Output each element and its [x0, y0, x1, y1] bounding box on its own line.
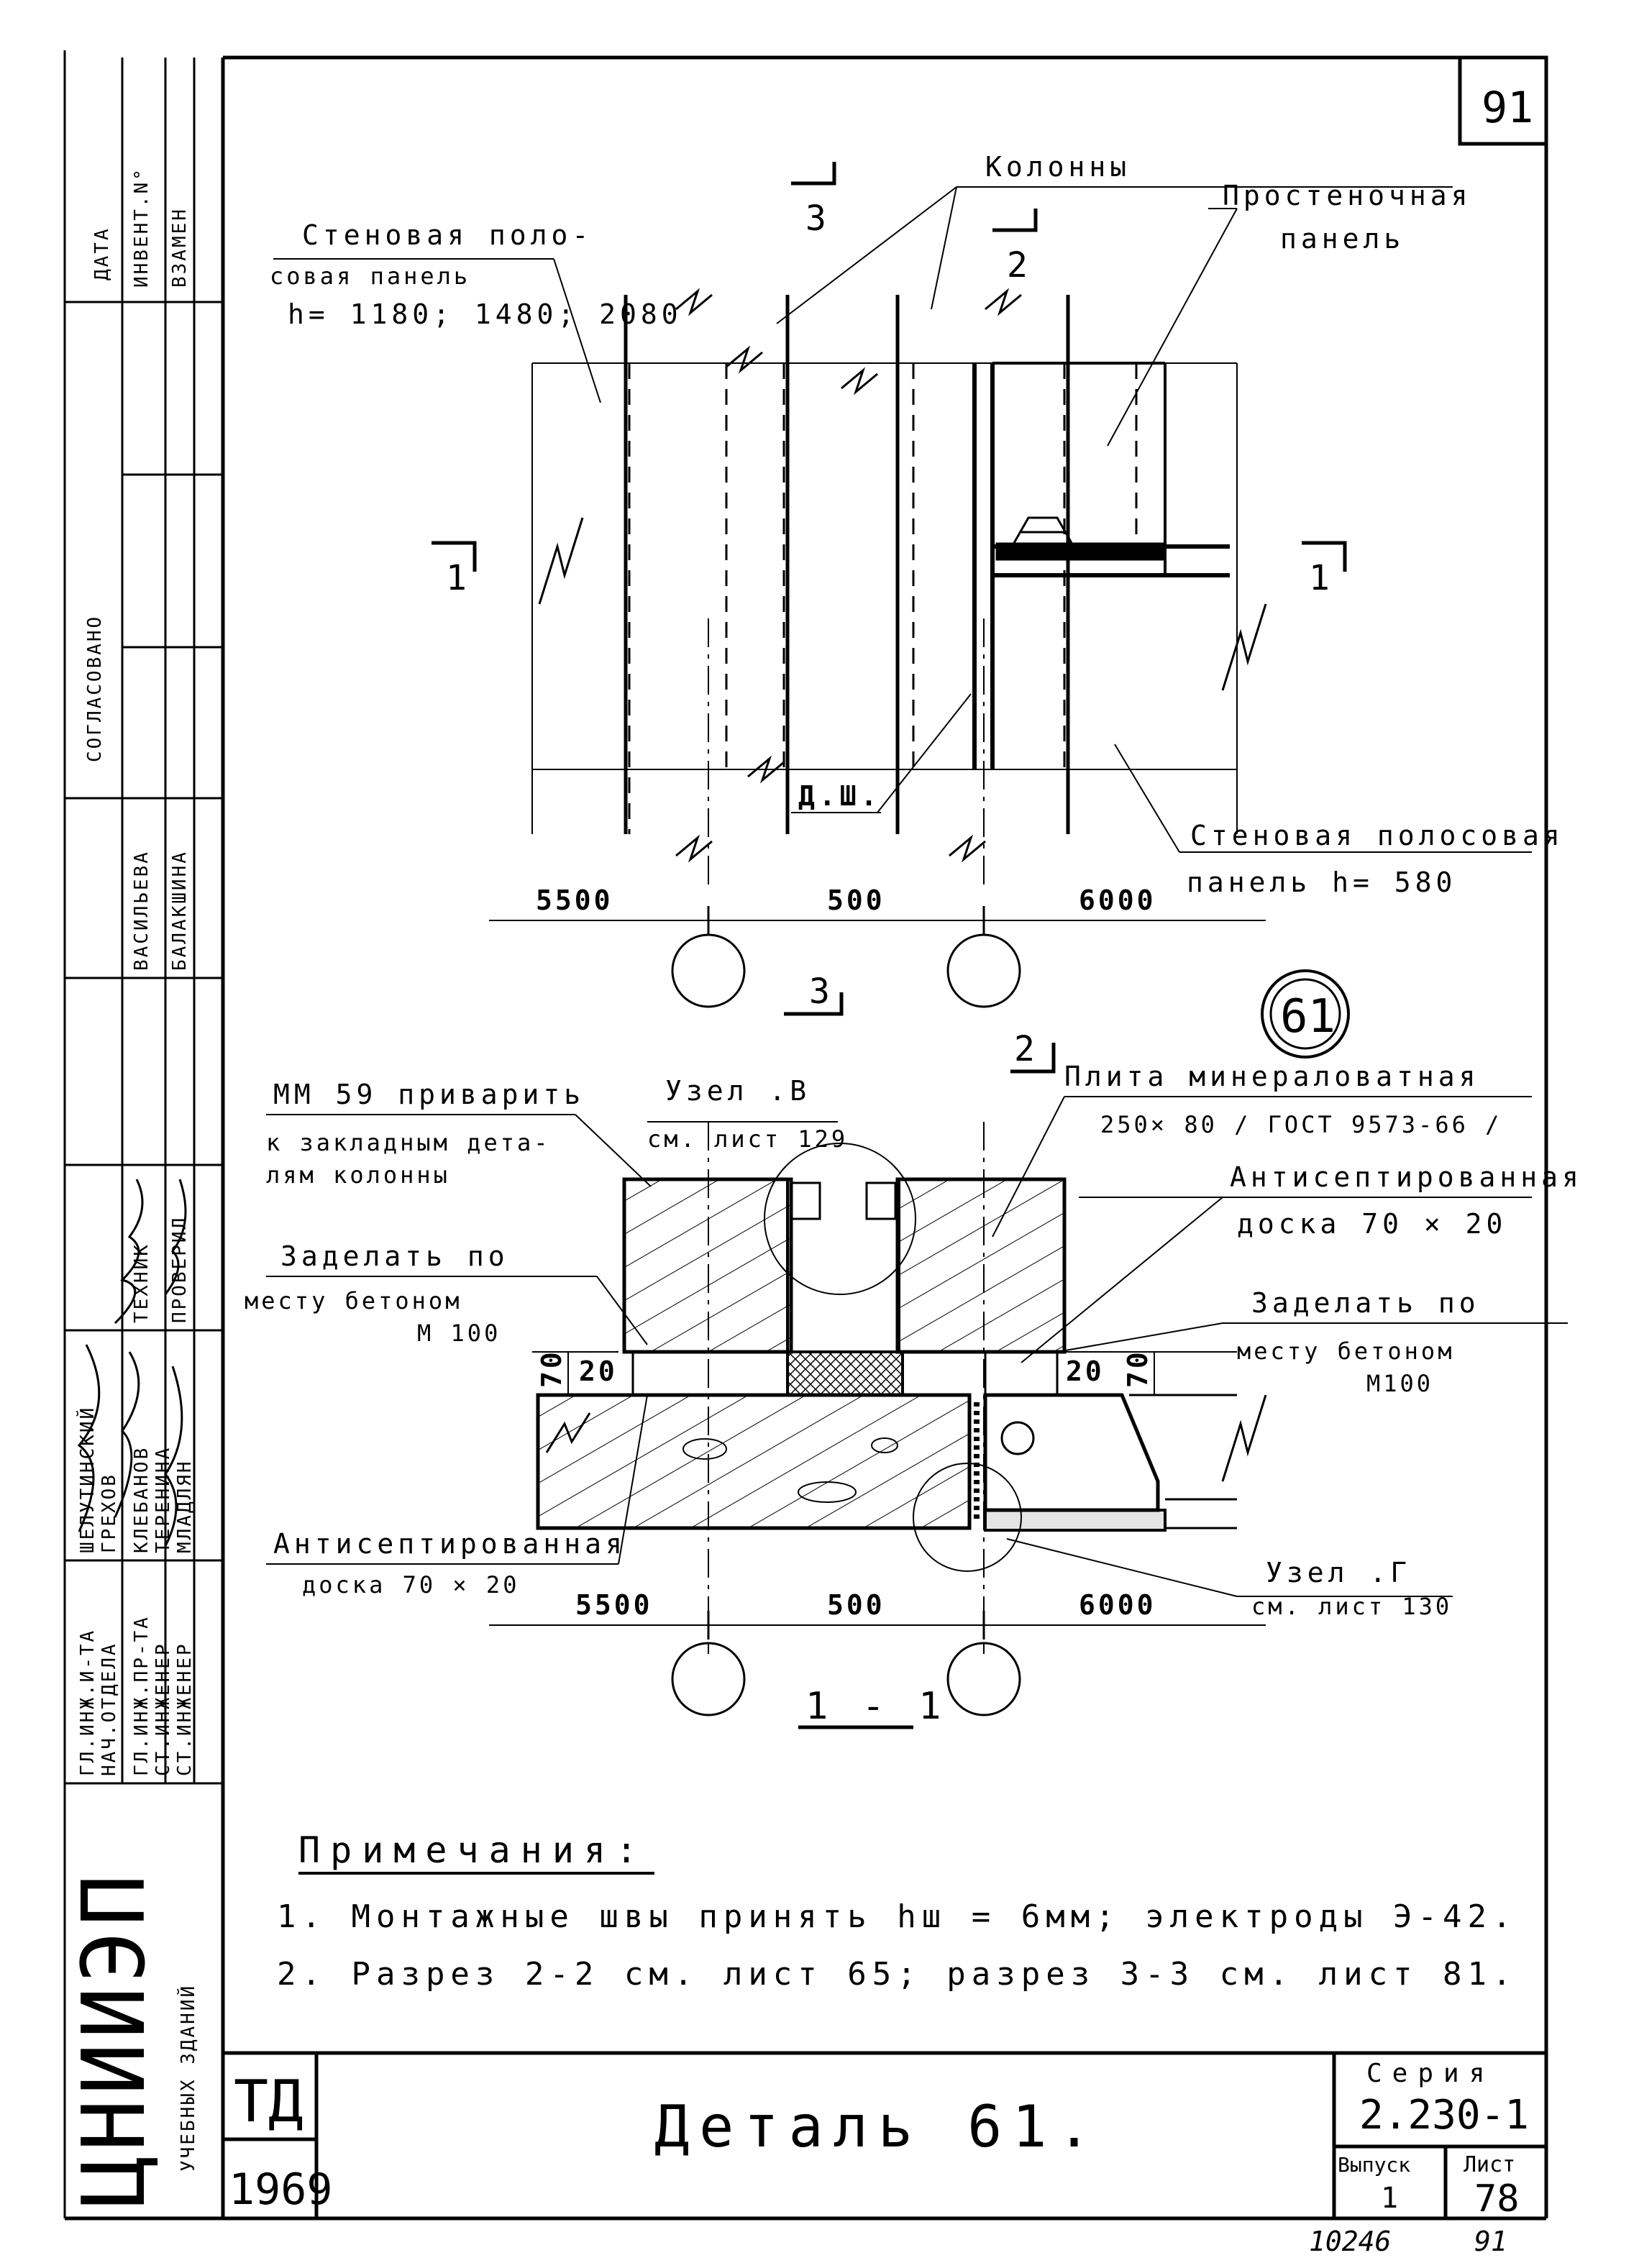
node-label: 61	[1280, 990, 1336, 1043]
signature	[114, 1179, 144, 1325]
issue-label: Выпуск	[1338, 2153, 1410, 2177]
sheet-value: 78	[1474, 2177, 1520, 2221]
label-wall-panel-bottom-1: Стеновая полосовая	[1190, 820, 1564, 851]
stamp-col-invent: ИНВЕНТ.N°	[131, 167, 152, 288]
org-name: ЦНИИЭП	[65, 1870, 165, 2208]
note-2: 2. Разрез 2-2 см. лист 65; разрез 3-3 см…	[277, 1956, 1517, 1993]
footer-code-left: 10246	[1309, 2226, 1391, 2257]
callout-concrete-left-2: месту бетоном	[245, 1287, 462, 1314]
callout-concrete-left-1: Заделать по	[280, 1240, 509, 1272]
callout-board-left-1: Антисептированная	[273, 1528, 626, 1560]
dim-70-right: 70	[1122, 1349, 1154, 1388]
stamp-pos-4: СТ.ИНЖЕНЕР	[152, 1642, 174, 1776]
note-1: 1. Монтажные швы принять hш = 6мм; элект…	[277, 1898, 1517, 1935]
section-title: 1 - 1	[805, 1685, 947, 1728]
stamp-col-date: ДАТА	[91, 227, 113, 280]
plan-dim-right: 6000	[1079, 884, 1156, 916]
plan-dim-mid: 500	[827, 884, 885, 916]
stamp-role-1: ТЕХНИК	[131, 1243, 152, 1323]
signature	[77, 1344, 183, 1547]
series-value: 2.230-1	[1359, 2092, 1529, 2139]
stamp-pos-5: СТ.ИНЖЕНЕР	[174, 1642, 196, 1776]
label-joint: Д.Ш.	[798, 780, 882, 812]
doc-year: 1969	[229, 2164, 333, 2215]
callout-node-v-1: Узел .В	[665, 1075, 811, 1107]
stamp-name-2: БАЛАКШИНА	[169, 850, 191, 971]
stamp-role-5: КЛЕБАНОВ	[131, 1446, 152, 1553]
callout-concrete-right-3: М100	[1366, 1370, 1433, 1397]
callout-concrete-right-1: Заделать по	[1251, 1287, 1480, 1319]
callout-board-left-2: доска 70 × 20	[302, 1571, 519, 1599]
label-wall-panel-bottom-2: панель h= 580	[1187, 866, 1456, 898]
left-stamp	[63, 50, 223, 2218]
section-dim-right: 6000	[1079, 1589, 1156, 1621]
section-mark-2-top: 2	[1007, 245, 1028, 285]
callout-mm59-3: лям колонны	[266, 1161, 450, 1189]
label-wall-panel-top-1: Стеновая поло-	[302, 219, 593, 251]
callout-board-right-2: доска 70 × 20	[1237, 1208, 1507, 1240]
title-block	[223, 2051, 1546, 2218]
callout-node-g-1: Узел .Г	[1266, 1557, 1411, 1588]
stamp-name-1: ВАСИЛЬЕВА	[131, 850, 152, 971]
section-dim-mid: 500	[827, 1589, 885, 1621]
plan-view: Колонны Стеновая поло- совая панель h= 1…	[270, 151, 1564, 1074]
org-subtitle: УЧЕБНЫХ ЗДАНИЙ	[176, 1984, 199, 2172]
label-wall-panel-top-3: h= 1180; 1480; 2080	[288, 298, 682, 330]
dim-70-left: 70	[536, 1349, 567, 1388]
stamp-text: СОГЛАСОВАНО ДАТА ИНВЕНТ.N° ВЗАМЕН ВАСИЛЬ…	[65, 167, 199, 2208]
stamp-agreed: СОГЛАСОВАНО	[84, 615, 106, 762]
section-mark-2-bottom: 2	[1014, 1029, 1035, 1069]
section-mark-1-right: 1	[1309, 558, 1330, 598]
label-pier-panel-1: Простеночная	[1223, 180, 1472, 211]
stamp-col-replace: ВЗАМЕН	[169, 207, 191, 288]
doc-code: ТД	[234, 2068, 303, 2135]
stamp-pos-3: ГЛ.ИНЖ.ПР-ТА	[131, 1615, 152, 1776]
series-label: Серия	[1366, 2059, 1494, 2088]
issue-value: 1	[1381, 2182, 1398, 2215]
section-mark-3-top: 3	[805, 198, 826, 239]
stamp-pos-1: ГЛ.ИНЖ.И-ТА	[77, 1629, 99, 1776]
label-columns: Колонны	[985, 151, 1131, 183]
callout-board-right-1: Антисептированная	[1230, 1161, 1583, 1193]
callout-mm59-1: ММ 59 приварить	[273, 1079, 585, 1110]
dim-20-left: 20	[579, 1355, 618, 1387]
plan-dim-left: 5500	[536, 884, 613, 916]
sheet-number-top: 91	[1482, 83, 1533, 133]
notes: Примечания: 1. Монтажные швы принять hш …	[277, 1829, 1517, 1993]
label-wall-panel-top-2: совая панель	[270, 262, 470, 290]
signature	[164, 1179, 187, 1295]
callout-concrete-left-3: М 100	[417, 1320, 501, 1347]
section-view: 61 ММ 59 приварить к закладным дета- лям…	[245, 969, 1583, 1729]
section-mark-1-left: 1	[446, 558, 467, 598]
sheet-frame	[65, 55, 1548, 2221]
drawing-title: Деталь 61.	[654, 2093, 1102, 2160]
stamp-role-6: ТЕРЕНИНА	[152, 1446, 174, 1553]
section-dim-left: 5500	[575, 1589, 653, 1621]
callout-concrete-right-2: месту бетоном	[1237, 1338, 1454, 1365]
section-mark-3-bottom: 3	[809, 971, 830, 1012]
callout-mm59-2: к закладным дета-	[266, 1129, 551, 1156]
callout-mat-2: 250× 80 / ГОСТ 9573-66 /	[1100, 1111, 1502, 1138]
stamp-role-2: ПРОВЕРИЛ	[169, 1216, 191, 1323]
label-pier-panel-2: панель	[1280, 223, 1405, 255]
sheet-label: Лист	[1464, 2152, 1515, 2177]
callout-node-g-2: см. лист 130	[1251, 1593, 1452, 1620]
notes-heading: Примечания:	[298, 1829, 647, 1871]
dim-20-right: 20	[1066, 1355, 1105, 1387]
footer-code-right: 91	[1474, 2226, 1507, 2257]
stamp-role-7: МЛАДЛЯН	[174, 1459, 196, 1553]
callout-node-v-2: см. лист 129	[647, 1125, 848, 1153]
callout-mat-1: Плита минераловатная	[1064, 1061, 1480, 1092]
stamp-pos-2: НАЧ.ОТДЕЛА	[99, 1642, 120, 1776]
